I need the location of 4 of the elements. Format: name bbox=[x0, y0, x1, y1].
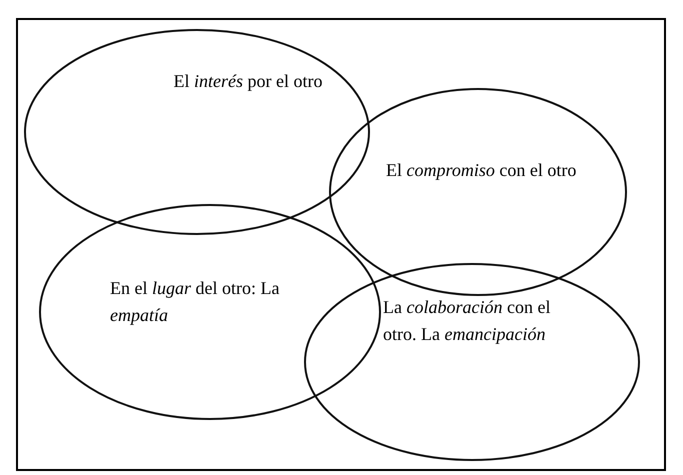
ellipse-text: El compromiso con el otro bbox=[386, 159, 578, 182]
ellipse-text: En el lugar del otro: La empatía bbox=[110, 277, 280, 327]
ellipse-text: La colaboración con el otro. La emancipación bbox=[383, 296, 552, 346]
ellipse-text: El interés por el otro bbox=[172, 70, 324, 93]
